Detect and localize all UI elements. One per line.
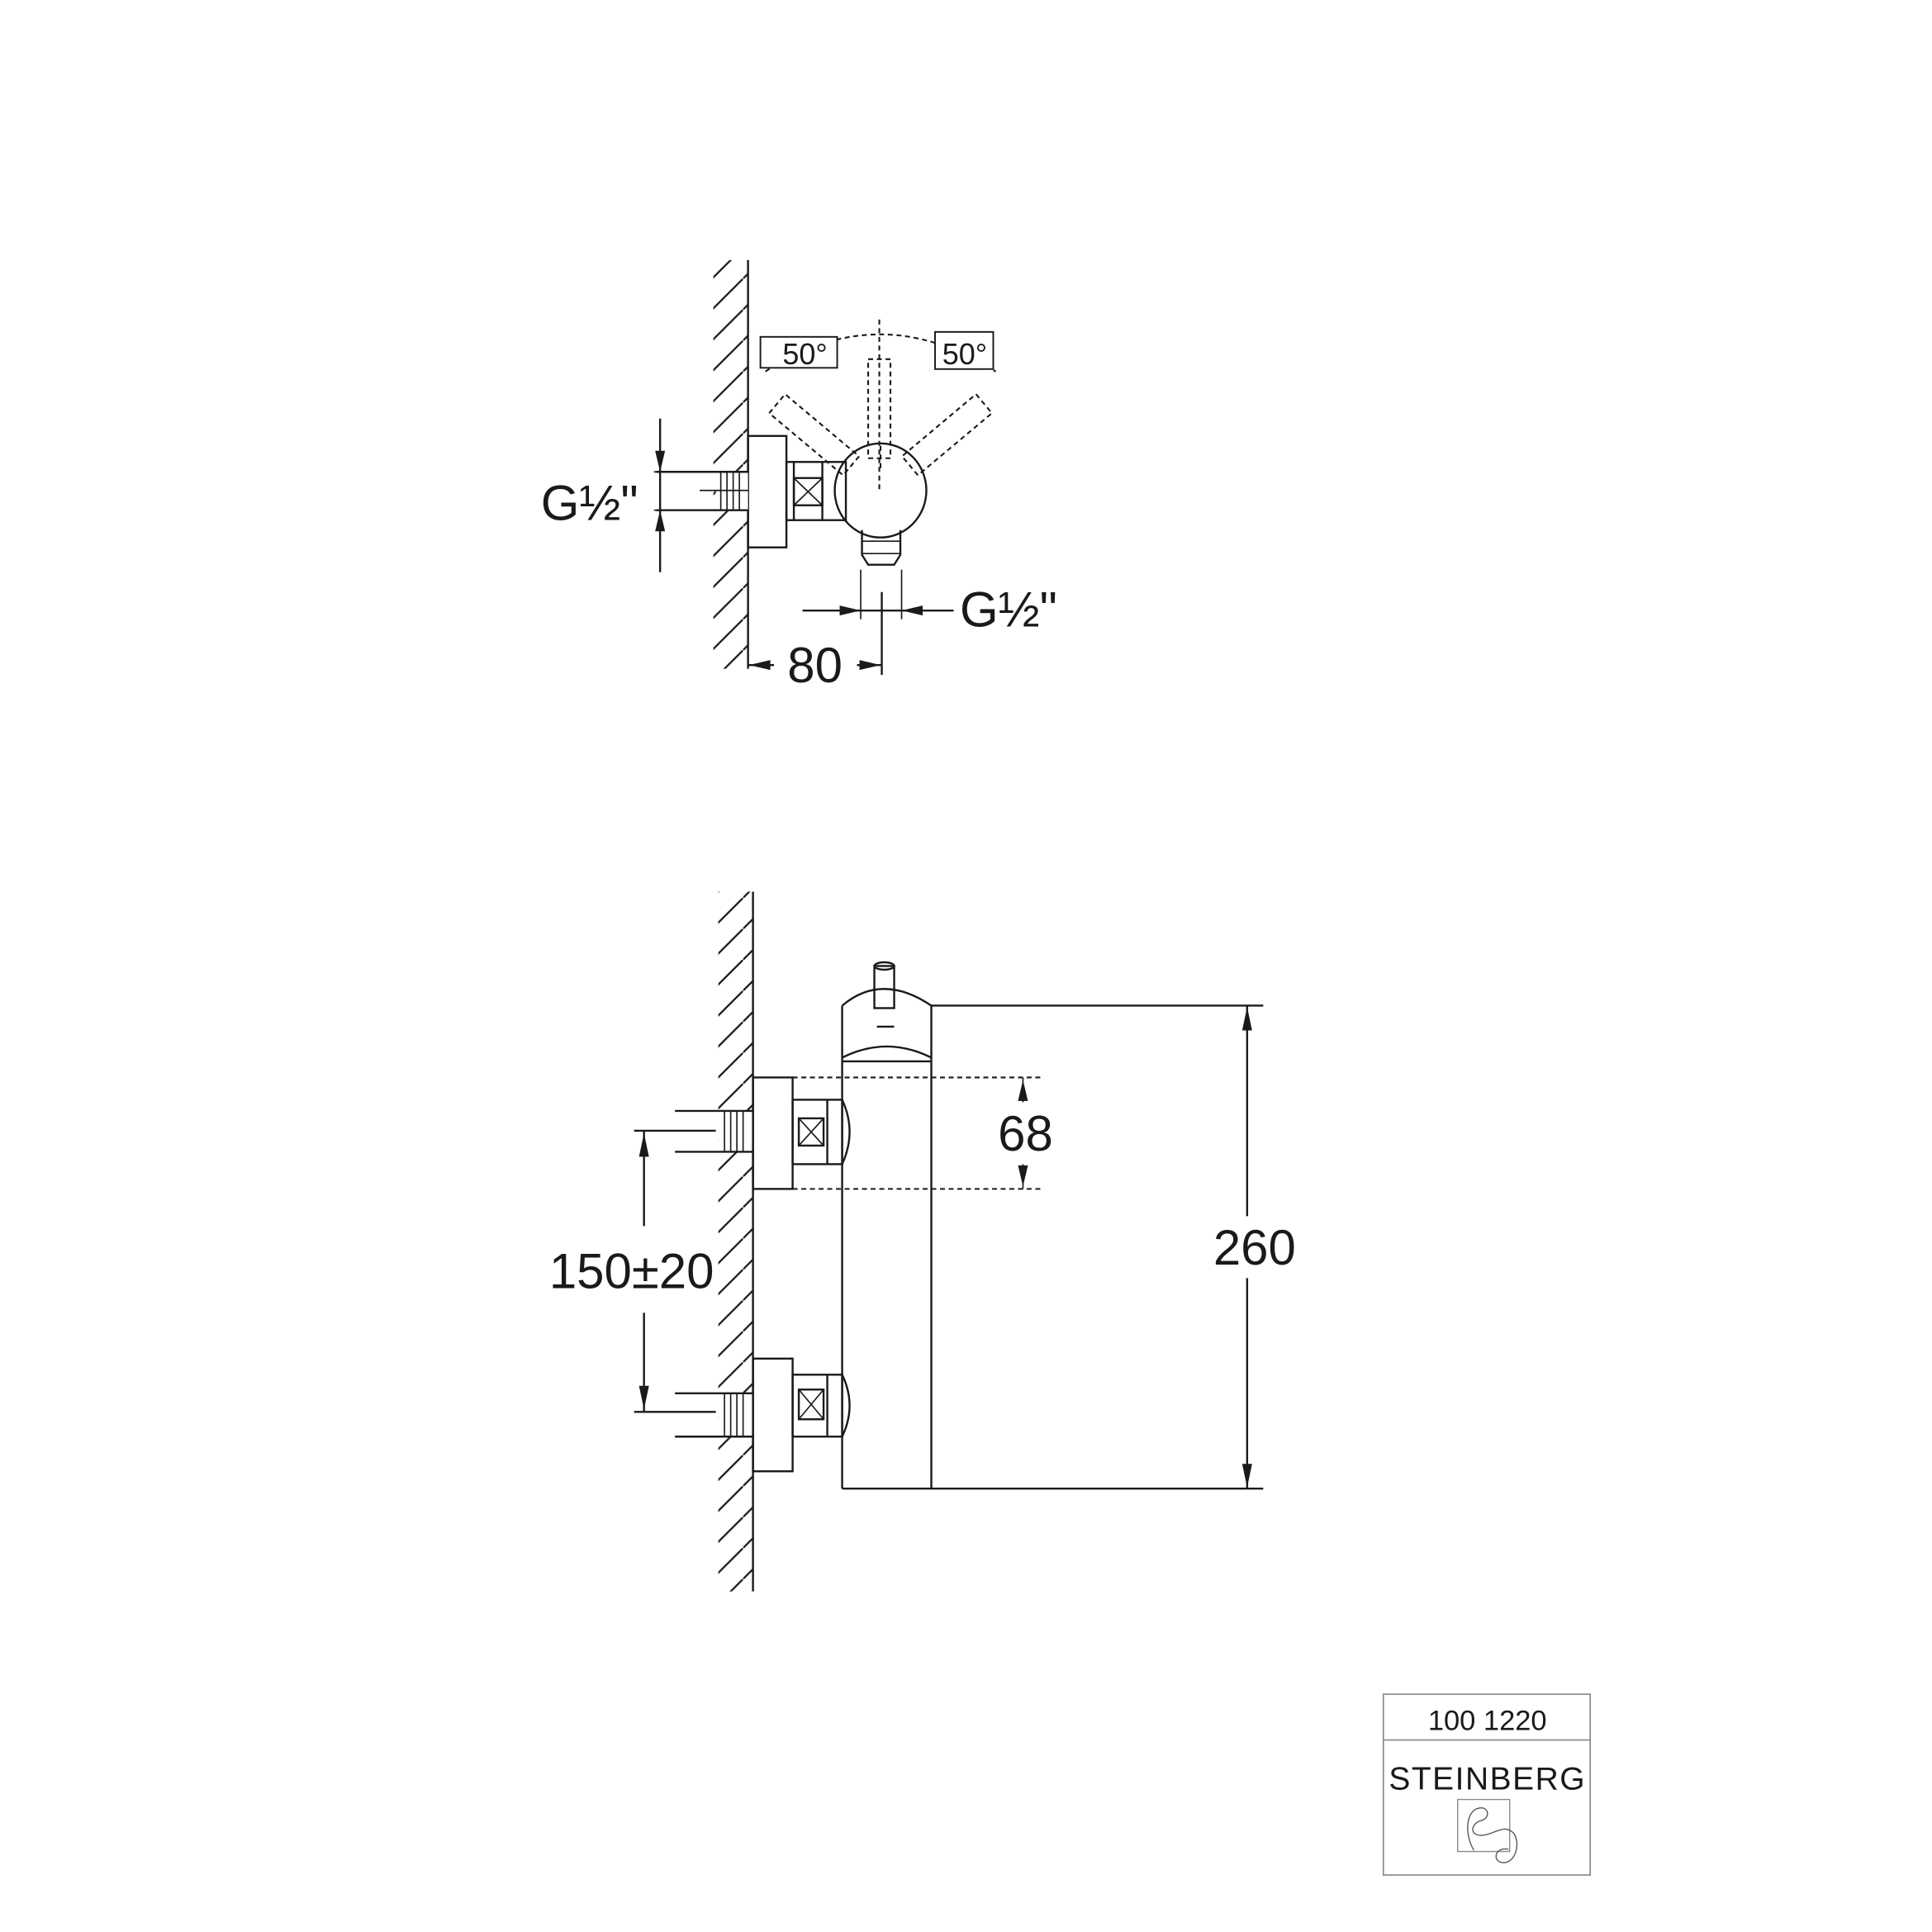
- title-block: 100 1220 STEINBERG: [1382, 1693, 1592, 1876]
- lower-inlet: [675, 1357, 851, 1473]
- angle-label-right: 50°: [934, 330, 994, 371]
- brand-name: STEINBERG: [1388, 1762, 1586, 1797]
- wall-hatch: [713, 259, 749, 669]
- dimension-inlet-spacing: 150±20: [549, 1129, 716, 1413]
- inlet-spacing-label: 150±20: [549, 1243, 714, 1298]
- svg-text:50°: 50°: [782, 337, 827, 371]
- dimension-total-height: 260: [931, 1004, 1296, 1490]
- outlet-thread-label: G½": [960, 582, 1057, 638]
- inlet-thread-label: G½": [541, 476, 638, 531]
- wall-hatch: [718, 891, 754, 1592]
- upper-inlet: [675, 1076, 851, 1190]
- article-number: 100 1220: [1428, 1706, 1547, 1737]
- wall-flange: [747, 434, 788, 548]
- dimension-inlet-thread: G½": [541, 418, 694, 572]
- total-height-label: 260: [1213, 1220, 1296, 1275]
- dimension-projection: 80: [748, 591, 883, 693]
- projection-label: 80: [787, 638, 843, 693]
- mixer-body: [841, 988, 933, 1490]
- dimension-outlet-thread: G½": [802, 569, 1057, 638]
- connector-nut: [785, 461, 847, 521]
- connector-height-label: 68: [998, 1106, 1053, 1161]
- svg-text:50°: 50°: [942, 337, 987, 371]
- inlet-pipe: [656, 471, 748, 511]
- lever-knob: [873, 961, 895, 1009]
- side-view: 68 260 150±20: [549, 891, 1296, 1592]
- brand-logo-icon: [1457, 1798, 1518, 1863]
- outlet-nozzle: [861, 529, 902, 566]
- dimension-connector-height: 68: [792, 1076, 1053, 1190]
- mixer-body-circle: [833, 442, 928, 539]
- top-view: G½" G½" 80 50° 50°: [541, 259, 1057, 693]
- angle-label-left: 50°: [759, 335, 838, 371]
